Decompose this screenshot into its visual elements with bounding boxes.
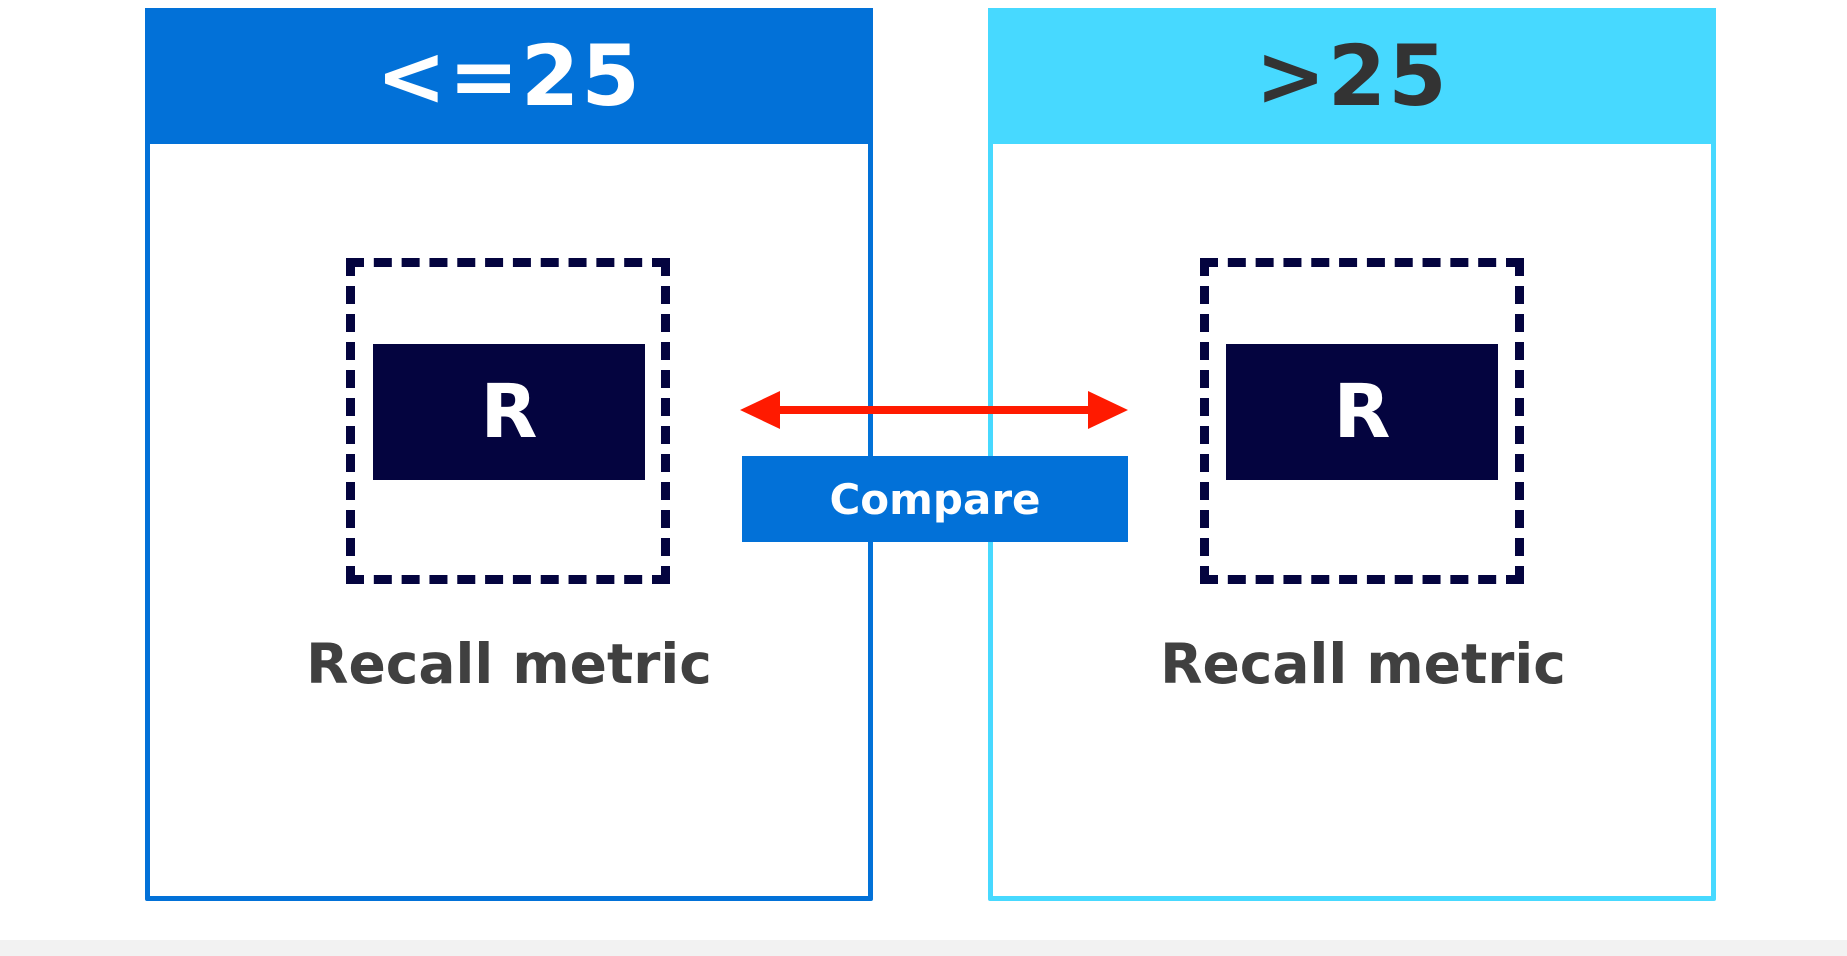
double-arrow-icon	[740, 391, 1128, 429]
left-metric-label: Recall metric	[306, 632, 712, 696]
panel-right-header: >25	[988, 8, 1716, 144]
bottom-edge-strip	[0, 940, 1847, 956]
panel-left-header: <=25	[145, 8, 873, 144]
compare-label-box: Compare	[742, 456, 1128, 542]
right-metric-box: R	[1226, 344, 1498, 480]
left-metric-dashed-frame	[346, 258, 670, 584]
left-metric-box: R	[373, 344, 645, 480]
right-metric-label: Recall metric	[1160, 632, 1566, 696]
right-metric-dashed-frame	[1200, 258, 1524, 584]
panel-left: <=25	[145, 8, 873, 901]
